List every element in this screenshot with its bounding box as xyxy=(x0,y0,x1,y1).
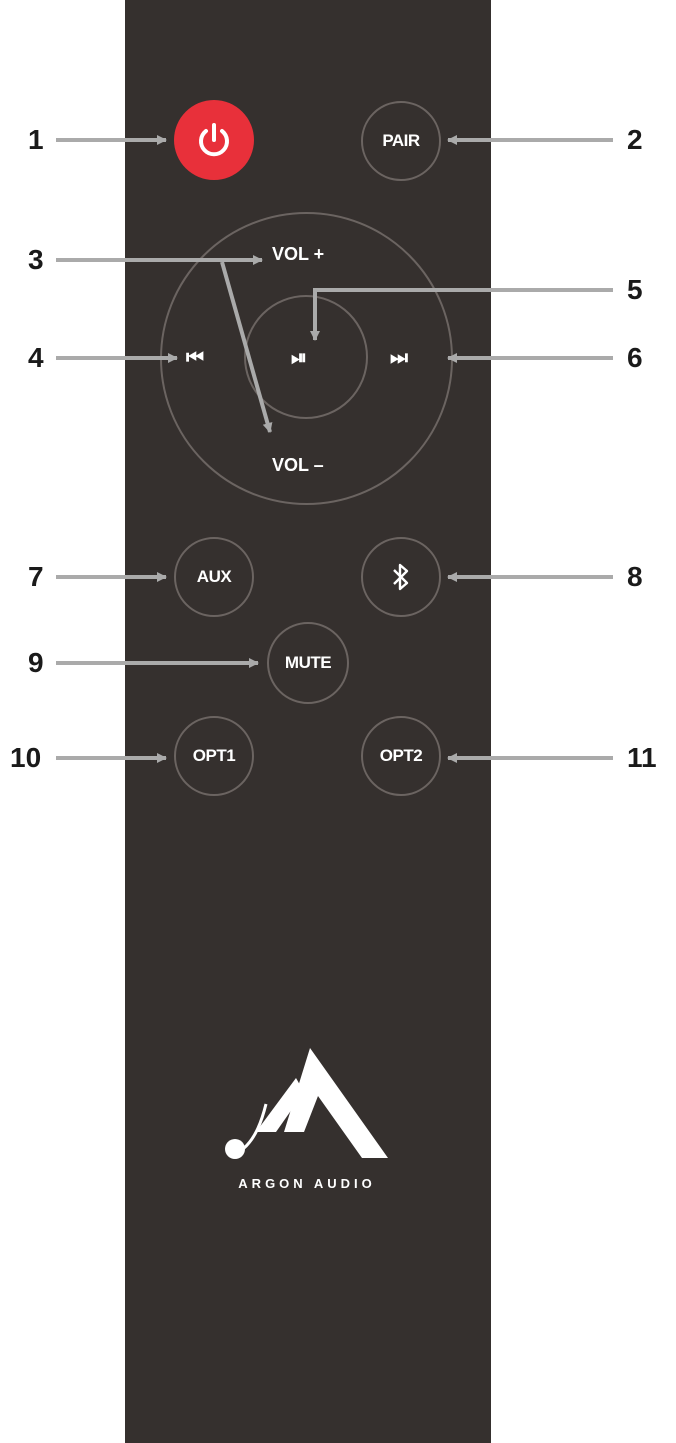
callout-5: 5 xyxy=(627,274,643,305)
aux-button[interactable]: AUX xyxy=(174,537,254,617)
vol-up-button[interactable]: VOL + xyxy=(272,244,325,264)
callout-7: 7 xyxy=(28,561,44,592)
next-track-button[interactable]: ⏭ xyxy=(390,347,408,369)
pair-label: PAIR xyxy=(382,131,420,150)
callout-6: 6 xyxy=(627,342,643,373)
callout-3: 3 xyxy=(28,244,44,275)
aux-label: AUX xyxy=(196,567,232,586)
arrow-3-down xyxy=(220,261,273,433)
previous-track-button[interactable]: ⏮ xyxy=(186,347,204,369)
center-ring xyxy=(244,295,368,419)
pair-button[interactable]: PAIR xyxy=(361,101,441,181)
opt2-label: OPT2 xyxy=(379,746,423,765)
callout-10: 10 xyxy=(10,742,42,773)
bluetooth-button[interactable] xyxy=(361,537,441,617)
callout-4: 4 xyxy=(28,342,44,373)
power-icon xyxy=(199,123,229,157)
opt2-button[interactable]: OPT2 xyxy=(361,716,441,796)
vol-down-button[interactable]: VOL – xyxy=(272,455,324,475)
mute-label: MUTE xyxy=(284,653,332,672)
callout-1: 1 xyxy=(28,124,44,155)
callout-11: 11 xyxy=(627,742,657,773)
opt1-button[interactable]: OPT1 xyxy=(174,716,254,796)
opt1-label: OPT1 xyxy=(192,746,236,765)
callout-2: 2 xyxy=(627,124,643,155)
power-button[interactable] xyxy=(174,100,254,180)
arrow-5 xyxy=(310,288,613,341)
callout-8: 8 xyxy=(627,561,643,592)
bluetooth-icon xyxy=(393,563,409,591)
mute-button[interactable]: MUTE xyxy=(267,622,349,704)
callout-9: 9 xyxy=(28,647,44,678)
argon-audio-logo xyxy=(225,1048,388,1159)
brand-name: ARGON AUDIO xyxy=(238,1176,376,1191)
